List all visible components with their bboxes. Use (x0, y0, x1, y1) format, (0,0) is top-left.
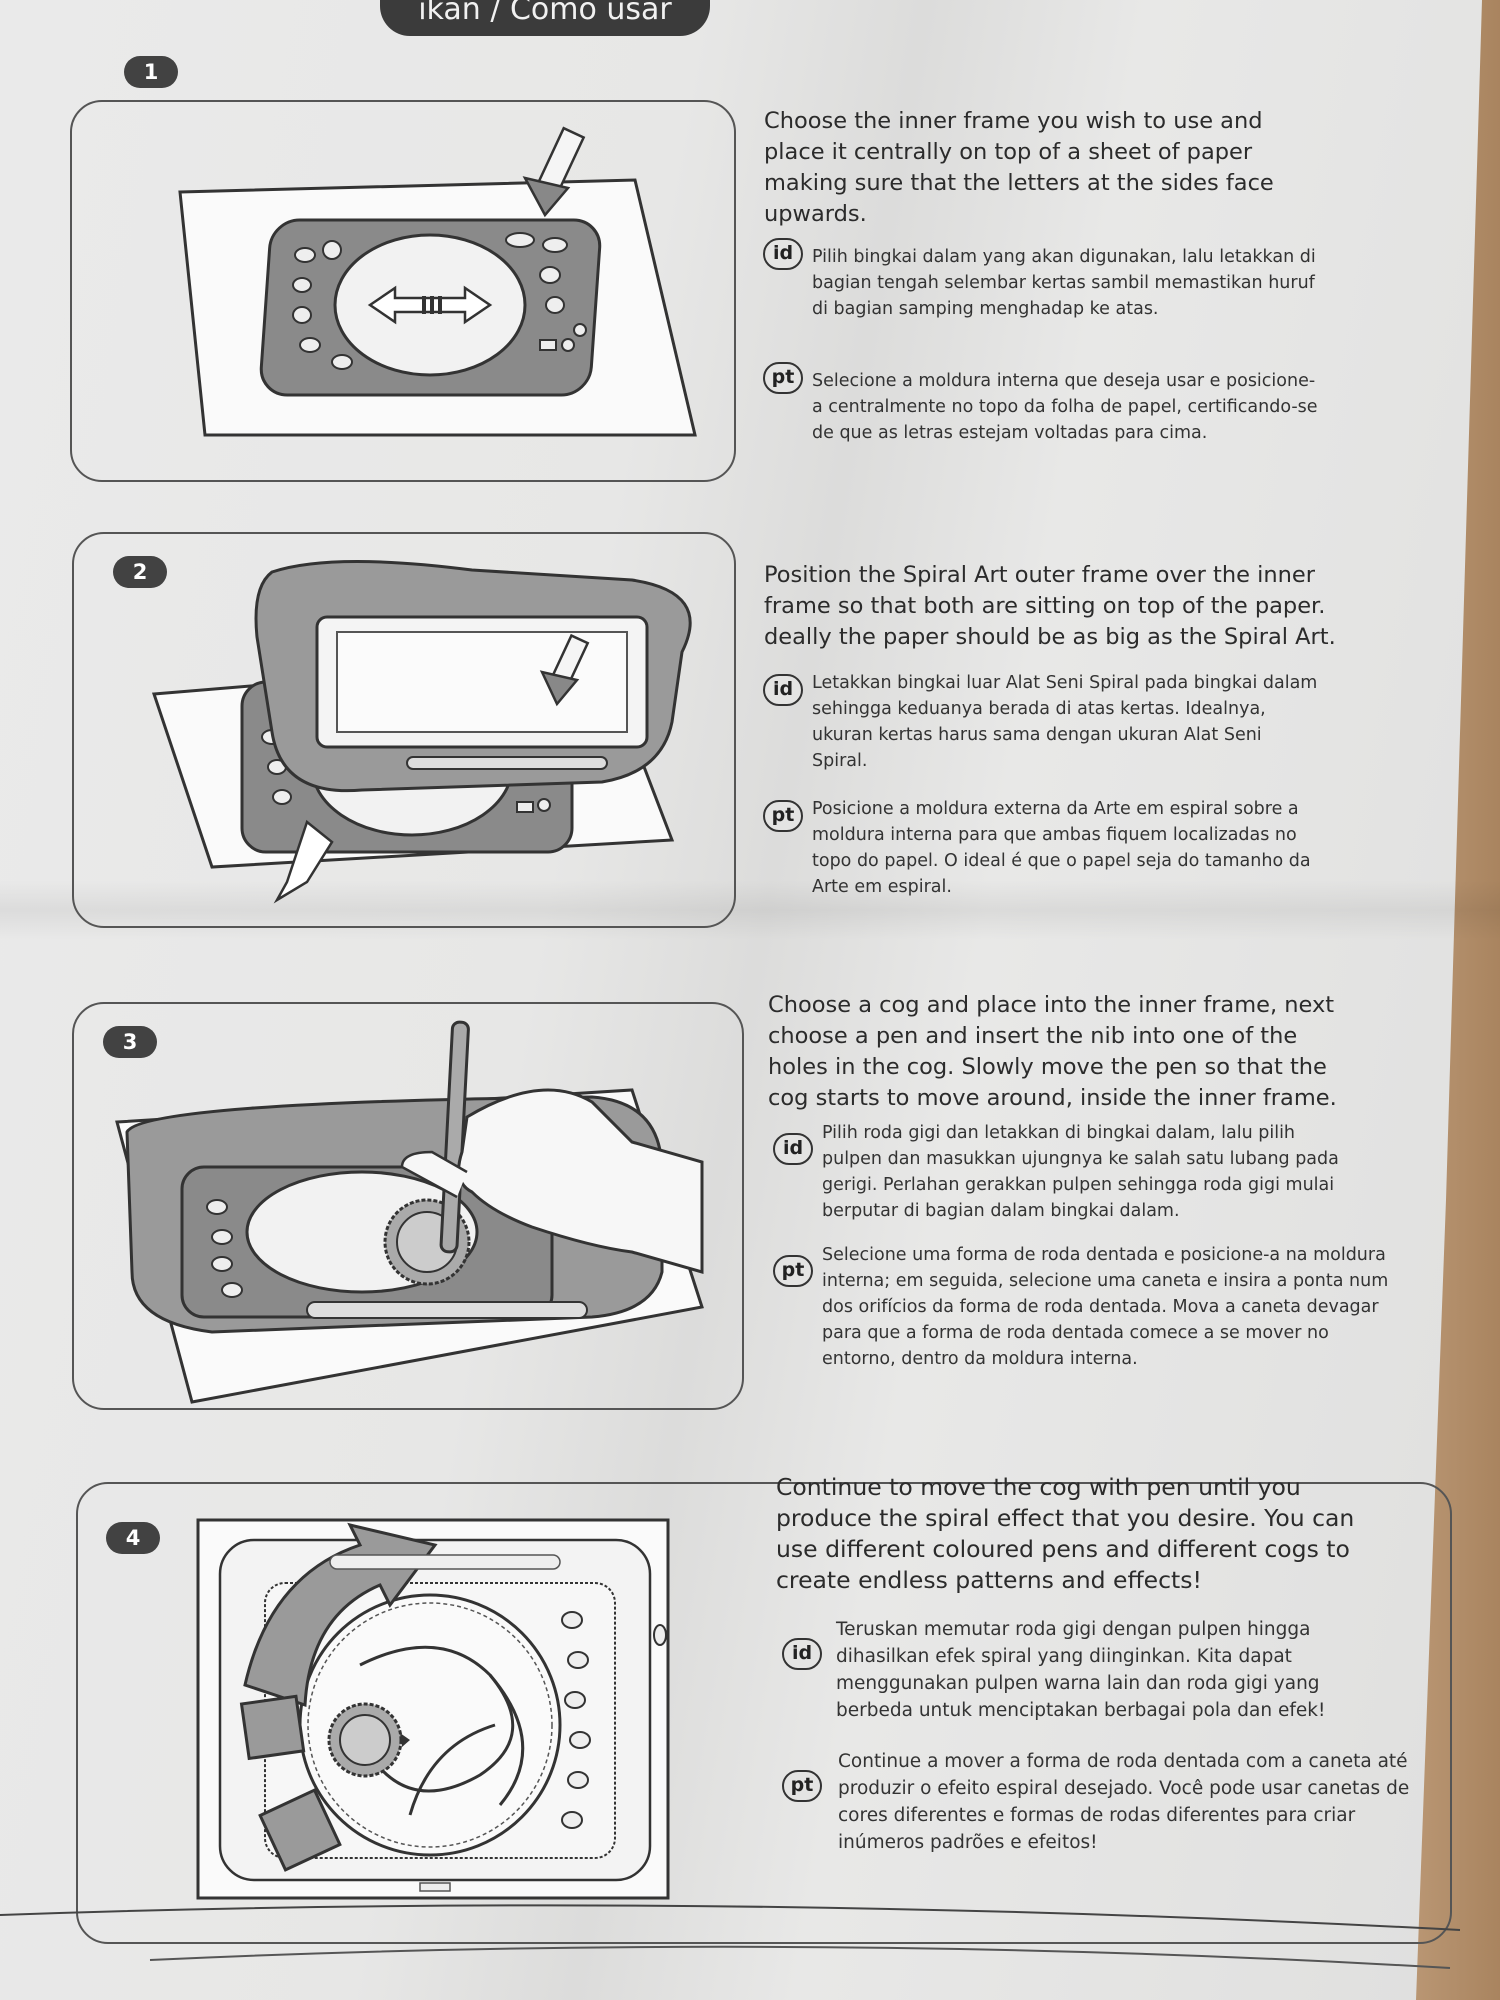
header-tab: ikan / Como usar (380, 0, 710, 36)
step-2-english-text: Position the Spiral Art outer frame over… (764, 562, 1336, 650)
step-4-indonesian-text: Teruskan memutar roda gigi dengan pulpen… (836, 1619, 1326, 1721)
step-4-number: 4 (125, 1526, 141, 1550)
step-4-id-badge: id (782, 1638, 822, 1670)
paper-fold (0, 880, 1500, 940)
step-4-pt-badge: pt (782, 1770, 822, 1802)
step-2-pt-label: pt (771, 804, 795, 826)
step-3-number: 3 (122, 1030, 138, 1054)
step-1-english-text: Choose the inner frame you wish to use a… (764, 108, 1274, 227)
step-1-id-label: id (772, 242, 794, 264)
step-1-number: 1 (143, 60, 159, 84)
step-1-badge: 1 (124, 56, 178, 88)
bottom-page-curve (0, 1904, 1461, 1969)
step-1-pt-label: pt (771, 366, 795, 388)
step-3-illustration-frame (72, 1002, 744, 1410)
step-2-portuguese-text: Posicione a moldura externa da Arte em e… (812, 799, 1311, 897)
header-title: ikan / Como usar (418, 0, 672, 27)
step-3-portuguese-text: Selecione uma forma de roda dentada e po… (822, 1245, 1389, 1369)
step-1-illustration (178, 126, 697, 437)
step-3-id-label: id (782, 1137, 804, 1159)
step-2-illustration (151, 559, 692, 904)
step-4-pt-label: pt (790, 1774, 814, 1796)
step-2-number: 2 (132, 560, 148, 584)
step-4-frame (76, 1482, 1452, 1944)
step-3-indonesian-text: Pilih roda gigi dan letakkan di bingkai … (822, 1123, 1339, 1221)
step-3-illustration (115, 1020, 704, 1404)
step-4-illustration (196, 1518, 670, 1900)
step-3-badge: 3 (103, 1026, 157, 1058)
step-2-illustration-frame (72, 532, 736, 928)
step-2-badge: 2 (113, 556, 167, 588)
step-2-id-label: id (772, 678, 794, 700)
step-1-id-badge: id (763, 238, 803, 270)
step-1-indonesian-text: Pilih bingkai dalam yang akan digunakan,… (812, 247, 1316, 319)
step-4-badge: 4 (106, 1522, 160, 1554)
step-3-english-text: Choose a cog and place into the inner fr… (768, 992, 1337, 1111)
step-1-pt-badge: pt (763, 362, 803, 394)
step-4-english-text: Continue to move the cog with pen until … (776, 1473, 1355, 1594)
step-2-id-badge: id (763, 674, 803, 706)
step-4-id-label: id (791, 1642, 813, 1664)
step-1-illustration-frame (70, 100, 736, 482)
step-1-portuguese-text: Selecione a moldura interna que deseja u… (812, 371, 1318, 443)
step-3-pt-badge: pt (773, 1255, 813, 1287)
step-4-portuguese-text: Continue a mover a forma de roda dentada… (838, 1751, 1410, 1853)
step-3-pt-label: pt (781, 1259, 805, 1281)
step-2-pt-badge: pt (763, 800, 803, 832)
step-3-id-badge: id (773, 1133, 813, 1165)
step-2-indonesian-text: Letakkan bingkai luar Alat Seni Spiral p… (812, 673, 1318, 771)
